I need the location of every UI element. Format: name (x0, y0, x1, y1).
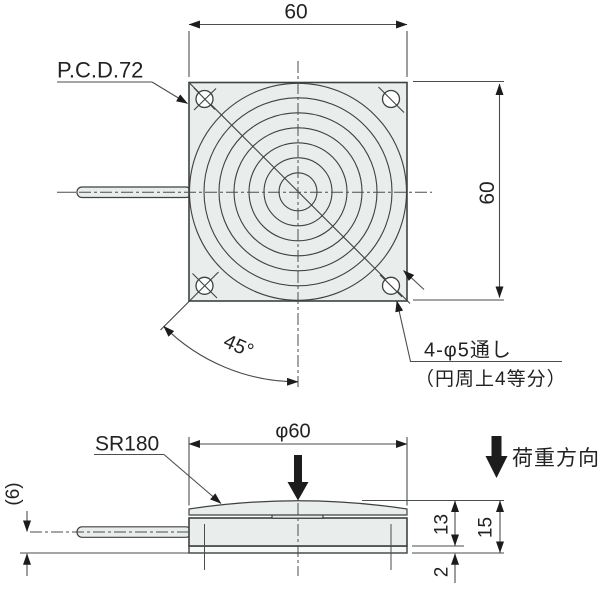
diagonal-through-hole-bottom-right (379, 274, 403, 298)
dim-top-width-value: 60 (284, 1, 307, 24)
angle-ray (160, 271, 219, 331)
dim-cable-offset-value: (6) (3, 482, 24, 505)
load-direction-arrow-icon (485, 436, 508, 478)
hole-note-line2: （円周上4等分） (415, 368, 567, 390)
dim-diameter: φ60 (188, 421, 408, 506)
dim-body-height-value: 13 (432, 514, 453, 535)
dim-cable-offset: (6) (3, 482, 31, 576)
dim-top-width: 60 (188, 1, 408, 77)
load-direction-label: 荷重方向 (512, 447, 600, 470)
diagonal-line (189, 83, 411, 304)
load-arrow-icon (287, 455, 309, 501)
hole-note-callout: 4-φ5通し （円周上4等分） (395, 300, 567, 390)
diagonal-through-hole-top-left (193, 87, 216, 110)
side-view: φ60 SR180 (6) 13 15 (3, 421, 600, 583)
dim-right-height-value: 60 (476, 181, 499, 204)
dim-right-height: 60 (413, 80, 504, 301)
dim-total-height-value: 15 (476, 517, 497, 538)
pcd-label: P.C.D.72 (57, 58, 143, 83)
pcd-callout: P.C.D.72 (57, 58, 425, 290)
dim-total-height: 15 (476, 500, 504, 553)
dim-base-thickness: 2 (432, 553, 459, 583)
sphere-radius-callout: SR180 (94, 433, 222, 504)
dim-angle-value: 45° (220, 330, 257, 362)
pcd-opposite-arrow (403, 270, 425, 290)
dim-angle-45: 45° (163, 325, 299, 386)
dim-base-thickness-value: 2 (432, 567, 453, 578)
dim-body-height: 13 (432, 500, 459, 546)
hole-note-line1: 4-φ5通し (424, 339, 512, 362)
load-direction-legend: 荷重方向 (485, 436, 600, 478)
top-view: 60 60 P.C.D.72 45° 4-φ5通し （円周上4等分） (57, 1, 567, 390)
dim-diameter-value: φ60 (275, 421, 310, 443)
sphere-radius-label: SR180 (95, 433, 159, 456)
hole-slash-top-right (378, 86, 405, 113)
